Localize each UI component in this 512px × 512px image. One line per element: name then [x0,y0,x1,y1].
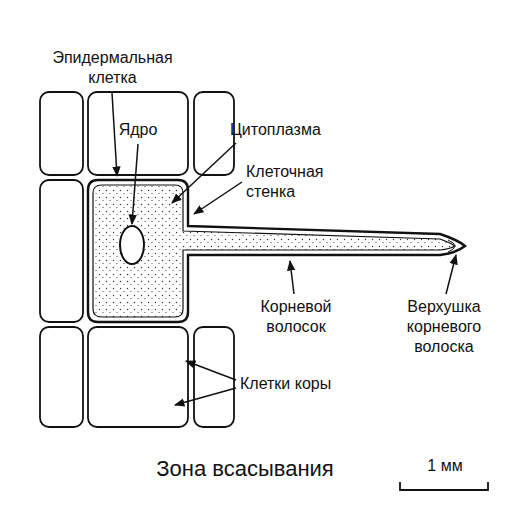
nucleus [120,226,144,264]
cortex-cells [40,92,234,427]
leader-line [132,144,138,224]
part-label: Ядро [112,120,164,140]
scale-bar [400,482,488,490]
cell [40,92,83,175]
scale-label: 1 мм [405,456,485,476]
part-label: Эпидермальная клетка [30,48,195,88]
leader-line [290,261,294,294]
leader-line [112,93,117,176]
part-label: Корневой волосок [240,297,352,337]
part-label: Клетки коры [240,374,370,394]
leader-line [175,388,236,405]
cell [88,92,188,175]
part-label: Цитоплазма [230,120,360,140]
caption: Зона всасывания [156,456,334,482]
leader-line [194,182,242,214]
cell [88,327,188,427]
cell [40,180,83,322]
cytoplasm [93,185,455,317]
hair-tip [448,240,455,252]
part-label: Клеточная стенка [246,162,358,202]
cell [194,92,234,175]
cell [40,327,83,427]
leader-line [186,361,236,380]
leader-line [172,143,236,203]
part-label: Верхушка корневого волоска [385,297,503,357]
leader-line [446,255,456,294]
leader-lines [112,93,456,405]
